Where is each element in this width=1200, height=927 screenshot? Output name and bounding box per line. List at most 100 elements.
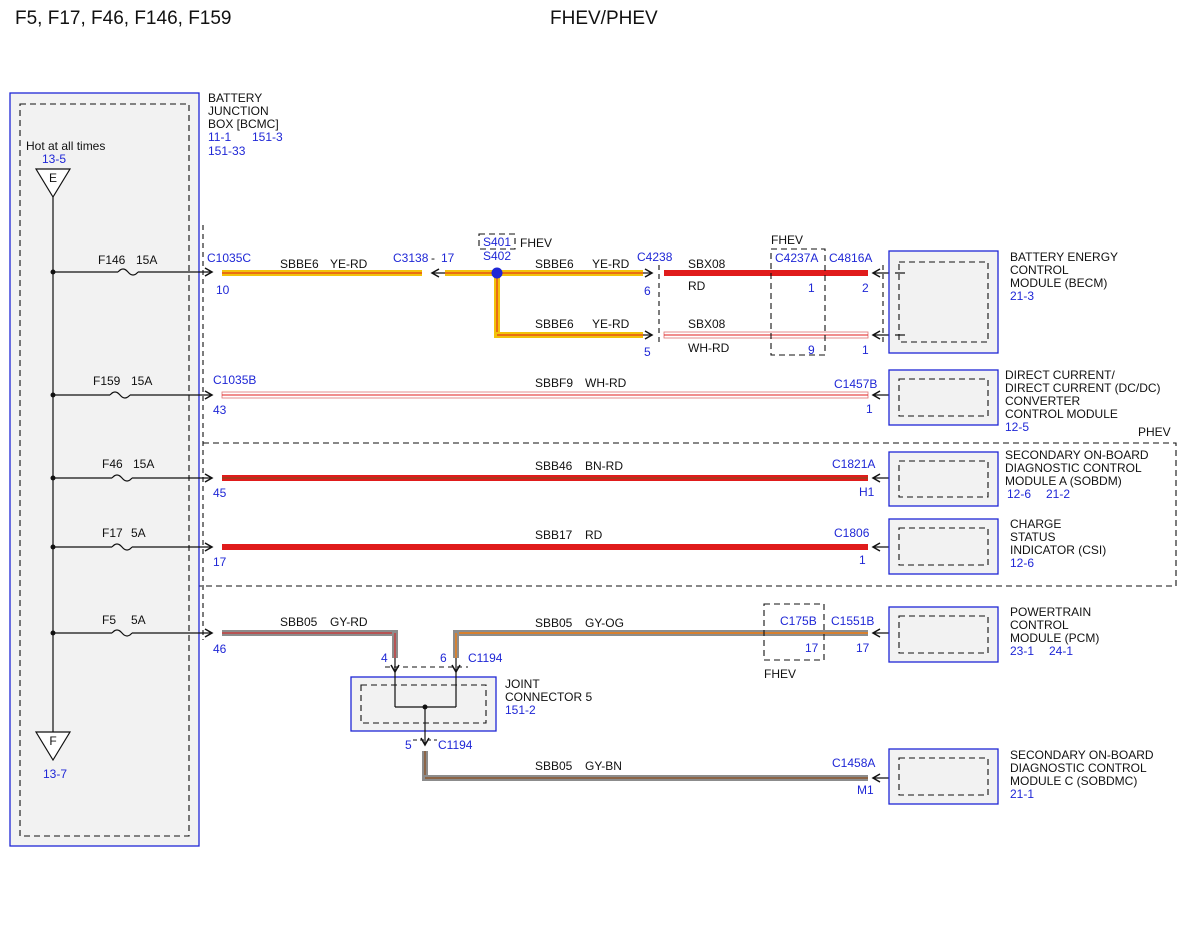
c1457b-label: C1457B [834,377,877,391]
fuse-f46: F46 15A [50,457,214,483]
w1-color: YE-RD [330,257,368,271]
c1194-lower-label: C1194 [438,738,473,752]
w3-circuit: SBX08 [688,257,726,271]
c1035b-pin-45: 45 [213,486,227,500]
c1458a-label: C1458A [832,756,875,770]
w11-color: GY-BN [585,759,622,773]
pcm-ref-a: 23-1 [1010,644,1034,658]
c1194-label: C1194 [468,651,503,665]
fuse-f159: F159 15A [50,374,214,400]
s401-label: S401 [483,235,511,249]
c1806-pin: 1 [859,553,866,567]
fhev-c4237-label: FHEV [771,233,803,247]
fuse-name: F17 [102,526,123,540]
variant-title: FHEV/PHEV [550,8,658,29]
battery-junction-box: BATTERY JUNCTION BOX [BCMC] 11-1 151-3 1… [9,91,283,847]
fhev-c175b-label: FHEV [764,667,796,681]
dcdc-ref: 12-5 [1005,420,1029,434]
bjb-ref-1: 11-1 [208,130,231,144]
c1194-pin-5: 5 [405,738,412,752]
fuse-name: F159 [93,374,121,388]
csi-line-2: STATUS [1010,530,1056,544]
c1035b-pin-17: 17 [213,555,227,569]
s401-box [478,233,516,250]
becm-line-1: BATTERY ENERGY [1010,250,1118,264]
pcm-line-3: MODULE (PCM) [1010,631,1099,645]
c4237a-pin-b: 9 [808,343,815,357]
c175b-label: C175B [780,614,817,628]
w8-circuit: SBB17 [535,528,573,542]
w7-circuit: SBB46 [535,459,573,473]
dcdc-line-4: CONTROL MODULE [1005,407,1118,421]
hot-at-all-times-label: Hot at all times [26,139,105,153]
w1-circuit: SBBE6 [280,257,319,271]
c4237a-label: C4237A [775,251,818,265]
terminal-e-icon [34,168,72,199]
fuse-rating: 5A [131,526,146,540]
jc5-line-1: JOINT [505,677,540,691]
phev-label: PHEV [1138,425,1171,439]
c4816a-label: C4816A [829,251,872,265]
c1551b-pin: 17 [856,641,870,655]
c1035b-pin-43: 43 [213,403,227,417]
w4-color: YE-RD [592,317,630,331]
sobdm-line-2: DIAGNOSTIC CONTROL [1005,461,1142,475]
w2-circuit: SBBE6 [535,257,574,271]
jc5-ref: 151-2 [505,703,536,717]
terminal-f-icon [34,731,72,762]
c1035c-label: C1035C [207,251,251,265]
w6-color: WH-RD [585,376,627,390]
module-csi: CHARGE STATUS INDICATOR (CSI) 12-6 [888,517,1106,575]
w11-circuit: SBB05 [535,759,573,773]
dcdc-line-1: DIRECT CURRENT/ [1005,368,1115,382]
bjb-ref-2: 151-3 [252,130,283,144]
dcdc-line-2: DIRECT CURRENT (DC/DC) [1005,381,1161,395]
pcm-line-2: CONTROL [1010,618,1069,632]
csi-line-3: INDICATOR (CSI) [1010,543,1106,557]
sobdm-ref-b: 21-2 [1046,487,1070,501]
wire-sbb05-gyrd [222,630,398,658]
wire-sbx08-rd [664,270,868,276]
bjb-ref-3: 151-33 [208,144,246,158]
fhev-splice-label: FHEV [520,236,552,250]
sobdm-line-3: MODULE A (SOBDM) [1005,474,1122,488]
csi-line-1: CHARGE [1010,517,1061,531]
w5-circuit: SBX08 [688,317,726,331]
c1551b-label: C1551B [831,614,874,628]
bjb-name-line-3: BOX [BCMC] [208,117,279,131]
fuse-rating: 5A [131,613,146,627]
jc5-line-2: CONNECTOR 5 [505,690,592,704]
module-pcm: POWERTRAIN CONTROL MODULE (PCM) 23-1 24-… [888,605,1099,663]
c4237a-pin-a: 1 [808,281,815,295]
csi-ref: 12-6 [1010,556,1034,570]
module-sobdm: SECONDARY ON-BOARD DIAGNOSTIC CONTROL MO… [888,448,1149,507]
fuse-name: F46 [102,457,123,471]
wire-sbb17 [222,544,868,550]
sobdmc-line-3: MODULE C (SOBDMC) [1010,774,1137,788]
module-sobdmc: SECONDARY ON-BOARD DIAGNOSTIC CONTROL MO… [888,748,1154,805]
bjb-name-line-2: JUNCTION [208,104,269,118]
w5-color: WH-RD [688,341,730,355]
fuse-rating: 15A [133,457,154,471]
w10-color: GY-OG [585,616,624,630]
c4238-pin-b: 5 [644,345,651,359]
fuse-name: F5 [102,613,116,627]
fuse-rating: 15A [131,374,152,388]
c4816a-pin-a: 2 [862,281,869,295]
w9-circuit: SBB05 [280,615,318,629]
c1806-label: C1806 [834,526,870,540]
w8-color: RD [585,528,603,542]
w10-circuit: SBB05 [535,616,573,630]
pcm-ref-b: 24-1 [1049,644,1073,658]
c3138-pin: 17 [441,251,455,265]
w4-circuit: SBBE6 [535,317,574,331]
c175b-box [763,603,825,661]
wire-sbb05-gyog [453,630,868,658]
sobdm-ref-a: 12-6 [1007,487,1031,501]
module-becm: BATTERY ENERGY CONTROL MODULE (BECM) 21-… [888,250,1118,354]
wire-sbbe6-1 [222,268,497,278]
becm-line-2: CONTROL [1010,263,1069,277]
joint-connector-5: JOINT CONNECTOR 5 151-2 [350,672,592,747]
becm-line-3: MODULE (BECM) [1010,276,1107,290]
sobdm-line-1: SECONDARY ON-BOARD [1005,448,1149,462]
